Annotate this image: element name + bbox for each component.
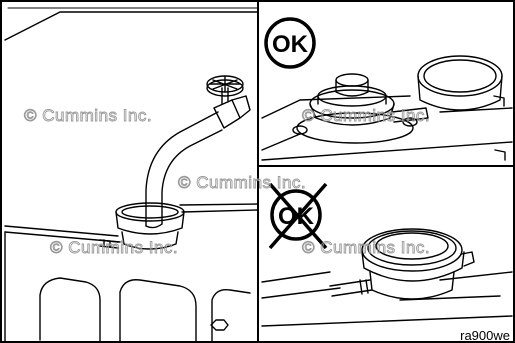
watermark: © Cummins Inc.: [50, 238, 178, 257]
figure-id: ra900we: [460, 328, 510, 343]
watermark: © Cummins Inc.: [302, 106, 430, 125]
watermark: © Cummins Inc.: [302, 238, 430, 257]
watermark: © Cummins Inc.: [24, 106, 152, 125]
watermark: © Cummins Inc.: [178, 173, 306, 192]
ok-badge-label: OK: [272, 31, 309, 58]
ok-badge: OK: [266, 19, 314, 67]
